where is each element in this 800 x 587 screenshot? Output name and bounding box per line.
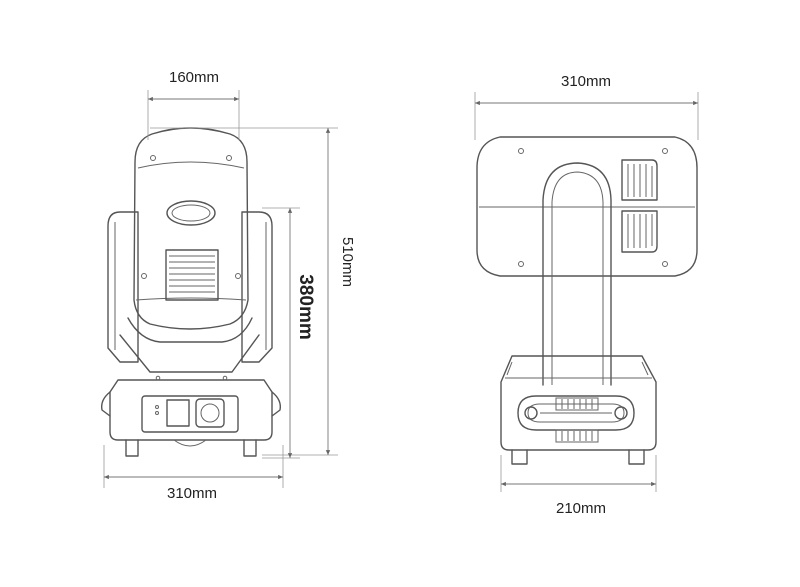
control-panel — [141, 395, 239, 433]
front-total-height-label: 510mm — [339, 237, 356, 287]
front-head-vent — [165, 249, 219, 301]
side-yoke — [542, 162, 612, 386]
side-view: 310mm 210mm — [474, 73, 699, 517]
front-head — [127, 127, 253, 343]
side-head-length-label: 310mm — [561, 73, 611, 90]
control-buttons — [195, 398, 225, 428]
front-yoke — [107, 211, 273, 373]
side-base-depth-label: 210mm — [556, 500, 606, 517]
front-dimensions: 160mm 510mm 380mm 310mm — [103, 69, 356, 502]
front-yoke-height-label: 380mm — [295, 274, 316, 340]
side-head — [476, 136, 698, 277]
side-base — [500, 355, 657, 465]
front-view: 160mm 510mm 380mm 310mm — [100, 69, 356, 502]
front-base — [100, 375, 282, 457]
side-dimensions: 310mm 210mm — [474, 73, 699, 517]
front-head-width-label: 160mm — [169, 69, 219, 86]
display-screen — [166, 399, 190, 427]
front-base-width-label: 310mm — [167, 485, 217, 502]
side-handle — [517, 395, 635, 431]
logo-oval — [166, 200, 216, 226]
